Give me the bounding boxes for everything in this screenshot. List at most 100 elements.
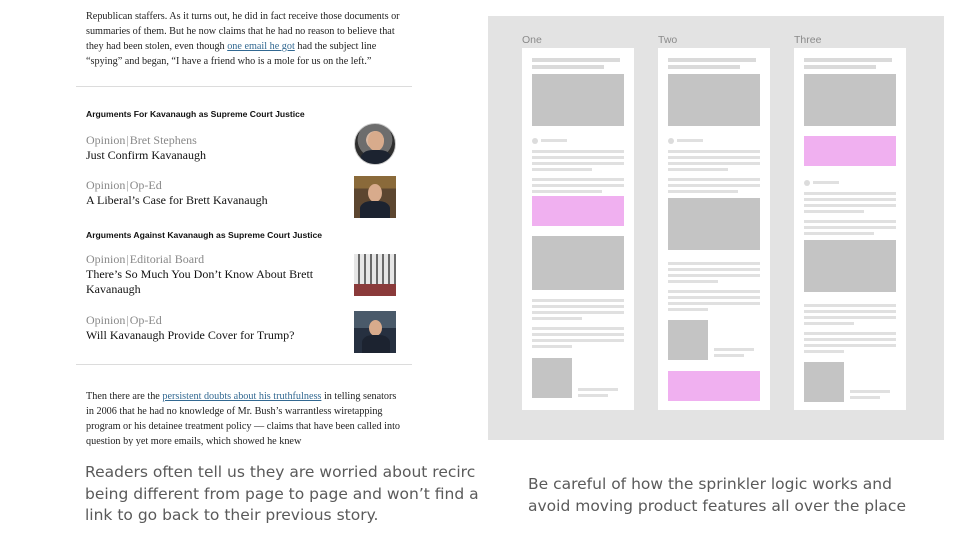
recirc-kicker: Opinion|Bret Stephens — [86, 133, 326, 148]
placeholder-line — [804, 304, 896, 307]
recirc-kicker: Opinion|Editorial Board — [86, 252, 326, 267]
court-steps — [354, 284, 396, 296]
placeholder-line — [668, 280, 718, 283]
placeholder-line — [714, 354, 744, 357]
image-placeholder — [532, 236, 624, 290]
avatar-placeholder — [668, 138, 674, 144]
placeholder-line — [532, 58, 620, 62]
placeholder-line — [668, 308, 708, 311]
placeholder-line — [804, 310, 896, 313]
recirc-item-3[interactable]: Opinion|Editorial Board There’s So Much … — [86, 252, 326, 297]
kicker-separator: | — [126, 252, 129, 266]
placeholder-line — [668, 274, 760, 277]
column-label-one: One — [522, 34, 542, 46]
portrait-face — [369, 320, 382, 336]
placeholder-line — [532, 156, 624, 159]
placeholder-line — [804, 65, 876, 69]
placeholder-line — [668, 302, 760, 305]
placeholder-line — [813, 181, 839, 184]
placeholder-line — [804, 316, 896, 319]
kicker-section: Opinion — [86, 313, 126, 327]
image-placeholder — [668, 320, 708, 360]
image-placeholder — [804, 240, 896, 292]
placeholder-line — [850, 396, 880, 399]
one-email-link[interactable]: one email he got — [227, 41, 295, 52]
recirc-headline[interactable]: Just Confirm Kavanaugh — [86, 148, 206, 162]
kicker-separator: | — [126, 178, 129, 192]
kicker-section: Opinion — [86, 178, 126, 192]
recirc-thumbnail-3[interactable] — [354, 254, 396, 296]
placeholder-line — [804, 198, 896, 201]
recirc-headline[interactable]: Will Kavanaugh Provide Cover for Trump? — [86, 328, 295, 342]
portrait-suit — [361, 150, 391, 164]
truthfulness-link[interactable]: persistent doubts about his truthfulness — [162, 391, 322, 402]
recirc-item-2[interactable]: Opinion|Op-Ed A Liberal’s Case for Brett… — [86, 178, 326, 208]
placeholder-line — [668, 296, 760, 299]
placeholder-line — [532, 65, 604, 69]
placeholder-line — [850, 390, 890, 393]
kicker-section: Opinion — [86, 133, 126, 147]
placeholder-line — [532, 299, 624, 302]
article-excerpt: Republican staffers. As it turns out, he… — [76, 0, 412, 446]
placeholder-line — [541, 139, 567, 142]
image-placeholder — [668, 198, 760, 250]
placeholder-line — [668, 58, 756, 62]
paragraph-text: had the subject line “spying” and began,… — [86, 41, 377, 67]
section-heading-for: Arguments For Kavanaugh as Supreme Court… — [86, 109, 305, 119]
placeholder-line — [677, 139, 703, 142]
image-placeholder — [668, 74, 760, 126]
recirc-thumbnail-1[interactable] — [354, 123, 396, 165]
avatar-placeholder — [804, 180, 810, 186]
placeholder-line — [532, 339, 624, 342]
placeholder-line — [804, 232, 874, 235]
article-paragraph-top: Republican staffers. As it turns out, he… — [86, 9, 402, 69]
kicker-byline: Bret Stephens — [129, 133, 197, 147]
paragraph-text: in telling senators in 2006 that he had … — [86, 391, 401, 446]
placeholder-line — [668, 162, 760, 165]
placeholder-line — [668, 156, 760, 159]
recirc-headline[interactable]: There’s So Much You Don’t Know About Bre… — [86, 267, 314, 296]
wireframe-column-three — [794, 48, 906, 410]
portrait-suit — [362, 335, 390, 353]
placeholder-line — [804, 344, 896, 347]
placeholder-line — [532, 345, 572, 348]
placeholder-line — [668, 65, 740, 69]
placeholder-line — [804, 322, 854, 325]
recirc-thumbnail-2[interactable] — [354, 176, 396, 218]
placeholder-line — [804, 226, 896, 229]
placeholder-line — [532, 184, 624, 187]
placeholder-line — [532, 305, 624, 308]
placeholder-line — [804, 210, 864, 213]
placeholder-line — [532, 162, 624, 165]
product-feature-placeholder — [804, 136, 896, 166]
divider — [76, 364, 412, 365]
wireframe-column-two — [658, 48, 770, 410]
column-label-three: Three — [794, 34, 822, 46]
recirc-kicker: Opinion|Op-Ed — [86, 178, 326, 193]
placeholder-line — [714, 348, 754, 351]
portrait-suit — [360, 201, 390, 218]
recirc-thumbnail-4[interactable] — [354, 311, 396, 353]
portrait-face — [368, 184, 382, 202]
recirc-item-4[interactable]: Opinion|Op-Ed Will Kavanaugh Provide Cov… — [86, 313, 326, 343]
kicker-byline: Op-Ed — [129, 178, 162, 192]
placeholder-line — [804, 220, 896, 223]
placeholder-line — [532, 190, 602, 193]
column-label-two: Two — [658, 34, 678, 46]
recirc-item-1[interactable]: Opinion|Bret Stephens Just Confirm Kavan… — [86, 133, 326, 163]
article-paragraph-bottom: Then there are the persistent doubts abo… — [86, 389, 402, 446]
placeholder-line — [532, 150, 624, 153]
placeholder-line — [668, 178, 760, 181]
image-placeholder — [804, 74, 896, 126]
product-feature-placeholder — [532, 196, 624, 226]
kicker-byline: Op-Ed — [129, 313, 162, 327]
caption-recirc-concern: Readers often tell us they are worried a… — [85, 463, 479, 524]
kicker-section: Opinion — [86, 252, 126, 266]
recirc-headline[interactable]: A Liberal’s Case for Brett Kavanaugh — [86, 193, 268, 207]
placeholder-line — [668, 290, 760, 293]
section-heading-against: Arguments Against Kavanaugh as Supreme C… — [86, 230, 323, 240]
image-placeholder — [804, 362, 844, 402]
wireframe-column-one — [522, 48, 634, 410]
placeholder-line — [532, 178, 624, 181]
placeholder-line — [668, 262, 760, 265]
